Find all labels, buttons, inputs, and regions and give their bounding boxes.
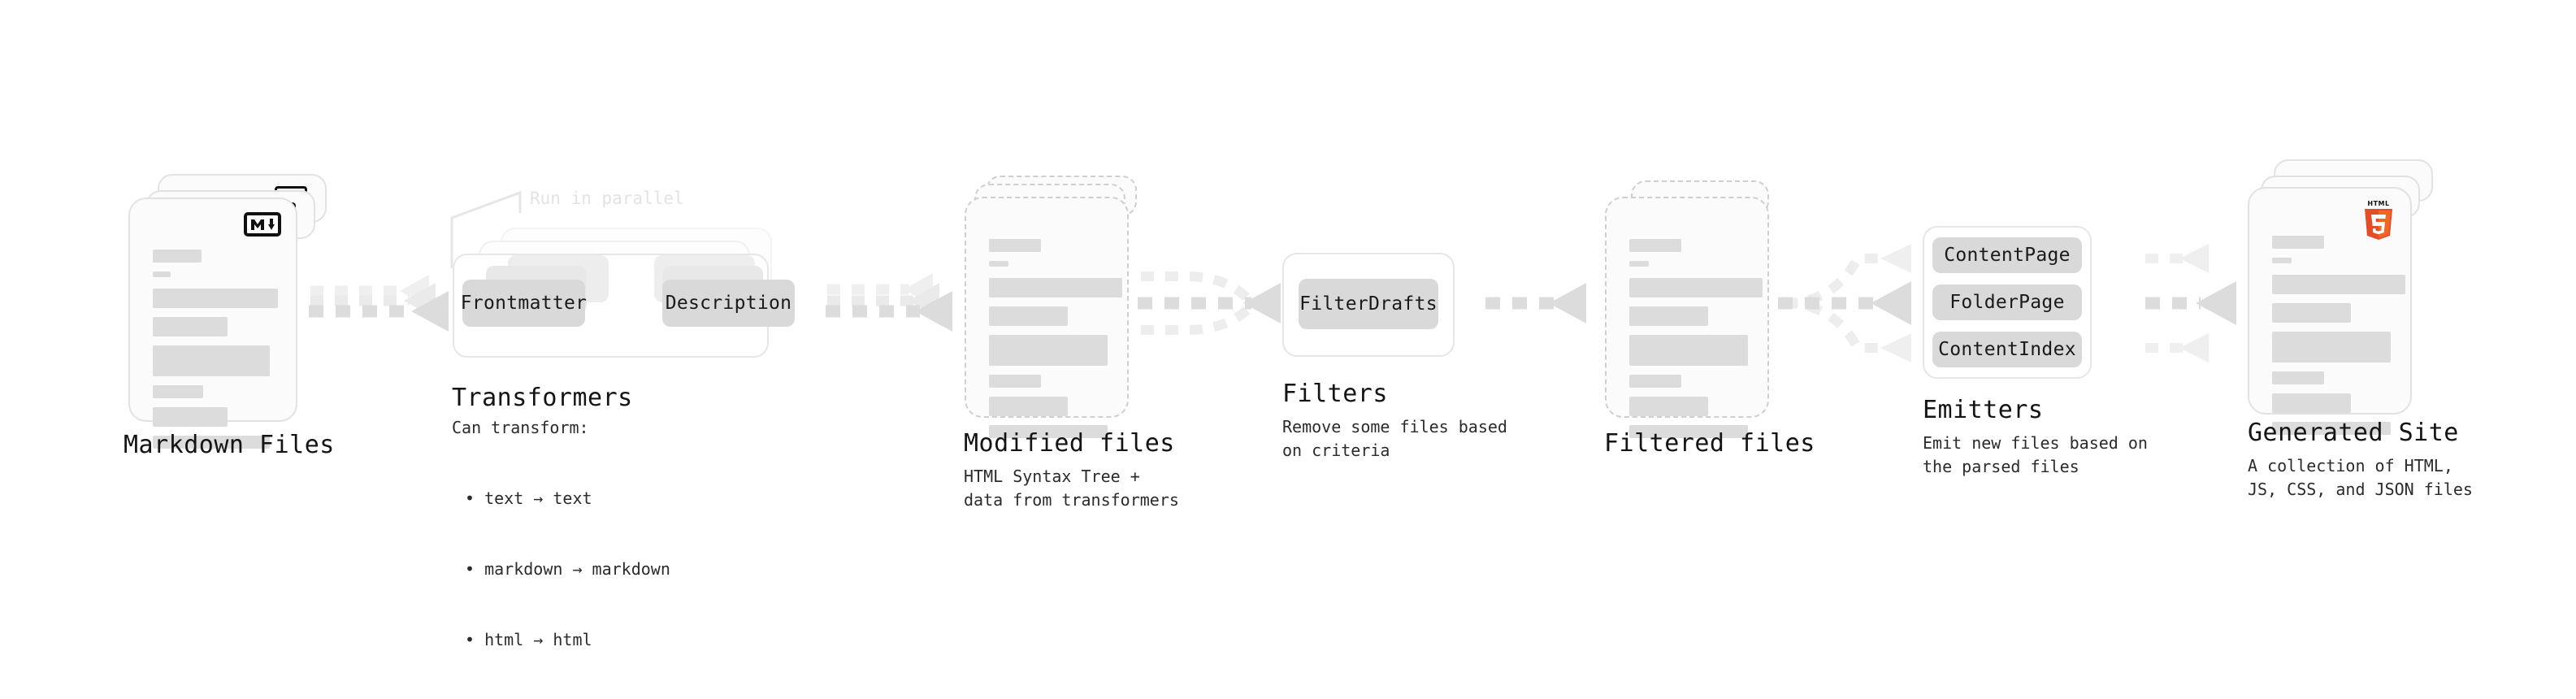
transformers-subtitle: Can transform:: [452, 418, 589, 437]
emitters-title: Emitters: [1923, 396, 2044, 424]
diagram-canvas: Markdown Files Frontmatter Description R…: [124, 159, 2473, 649]
modified-files-subtitle: HTML Syntax Tree + data from transformer…: [964, 467, 1179, 510]
markdown-icon: [244, 212, 281, 237]
doc-content-bars: [2272, 236, 2405, 444]
emitter-chip-contentindex[interactable]: ContentIndex: [1932, 332, 2082, 367]
generated-site-subtitle: A collection of HTML, JS, CSS, and JSON …: [2248, 456, 2473, 499]
generated-site-title: Generated Site: [2248, 419, 2459, 447]
transformer-bullet: • text → text: [465, 488, 592, 508]
arrow-markdown-to-transformers: [309, 275, 449, 332]
arrow-transformers-to-modified: [826, 273, 952, 332]
markdown-doc-front[interactable]: [128, 198, 297, 449]
emitter-chip-contentpage[interactable]: ContentPage: [1932, 237, 2082, 273]
transformers-bullets: • text → text • markdown → markdown • ht…: [465, 440, 670, 699]
arrow-modified-to-filters: [1138, 271, 1281, 335]
modified-files-title: Modified files: [964, 429, 1175, 458]
transformer-bullet: • markdown → markdown: [465, 559, 670, 579]
markdown-files-title: Markdown Files: [124, 431, 335, 459]
svg-text:HTML: HTML: [2367, 200, 2389, 207]
run-in-parallel-label: Run in parallel: [530, 189, 684, 208]
transformers-title: Transformers: [452, 384, 633, 412]
doc-content-bars: [989, 239, 1122, 447]
transformer-bullet: • html → html: [465, 630, 592, 649]
filtered-doc-front[interactable]: [1605, 197, 1769, 438]
emitter-chip-folderpage[interactable]: FolderPage: [1932, 284, 2082, 320]
arrow-emitters-to-site: [2145, 244, 2236, 363]
emitters-subtitle: Emit new files based on the parsed files: [1923, 433, 2148, 476]
filters-subtitle: Remove some files based on criteria: [1282, 417, 1507, 460]
arrow-filtered-to-emitters: [1778, 244, 1911, 363]
transformer-chip-frontmatter[interactable]: Frontmatter: [461, 280, 587, 327]
transformer-chip-description[interactable]: Description: [662, 280, 795, 327]
filters-title: Filters: [1282, 380, 1388, 408]
filtered-files-title: Filtered files: [1604, 429, 1815, 458]
html5-icon: HTML: [2360, 198, 2397, 241]
doc-content-bars: [1629, 239, 1763, 447]
doc-content-bars: [153, 250, 278, 458]
arrow-filters-to-filtered: [1485, 283, 1586, 323]
site-doc-front[interactable]: HTML: [2248, 187, 2412, 435]
modified-doc-front[interactable]: [965, 197, 1129, 438]
filter-chip-filterdrafts[interactable]: FilterDrafts: [1299, 279, 1438, 329]
